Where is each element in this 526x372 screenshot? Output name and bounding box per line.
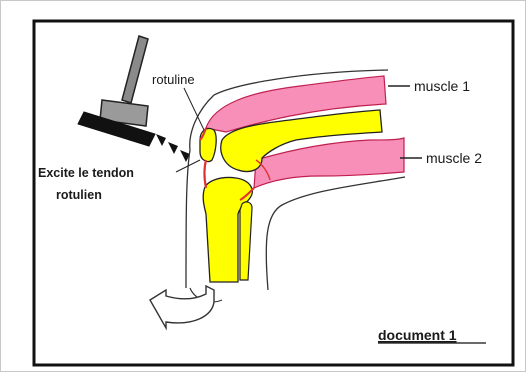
document-border [34, 21, 513, 365]
fibula-bone [240, 202, 252, 280]
patellar-tendon [205, 160, 207, 188]
label-muscle-1: muscle 1 [414, 78, 470, 94]
label-muscle-2: muscle 2 [426, 150, 482, 166]
label-rotuline: rotuline [152, 72, 195, 87]
strike-arrow-2 [168, 142, 178, 154]
calf-outline [266, 177, 405, 290]
strike-arrows [156, 134, 190, 162]
hammer-handle [122, 36, 148, 103]
shin-outline [186, 150, 190, 288]
strike-arrow-1 [156, 134, 166, 146]
label-stimulus-line-2: rotulien [56, 188, 102, 202]
label-stimulus-line-1: Excite le tendon [38, 166, 134, 180]
caption-document: document 1 [378, 327, 457, 343]
patella-bone [200, 128, 216, 161]
kick-movement-arrow [150, 286, 214, 328]
reflex-hammer [78, 36, 155, 146]
